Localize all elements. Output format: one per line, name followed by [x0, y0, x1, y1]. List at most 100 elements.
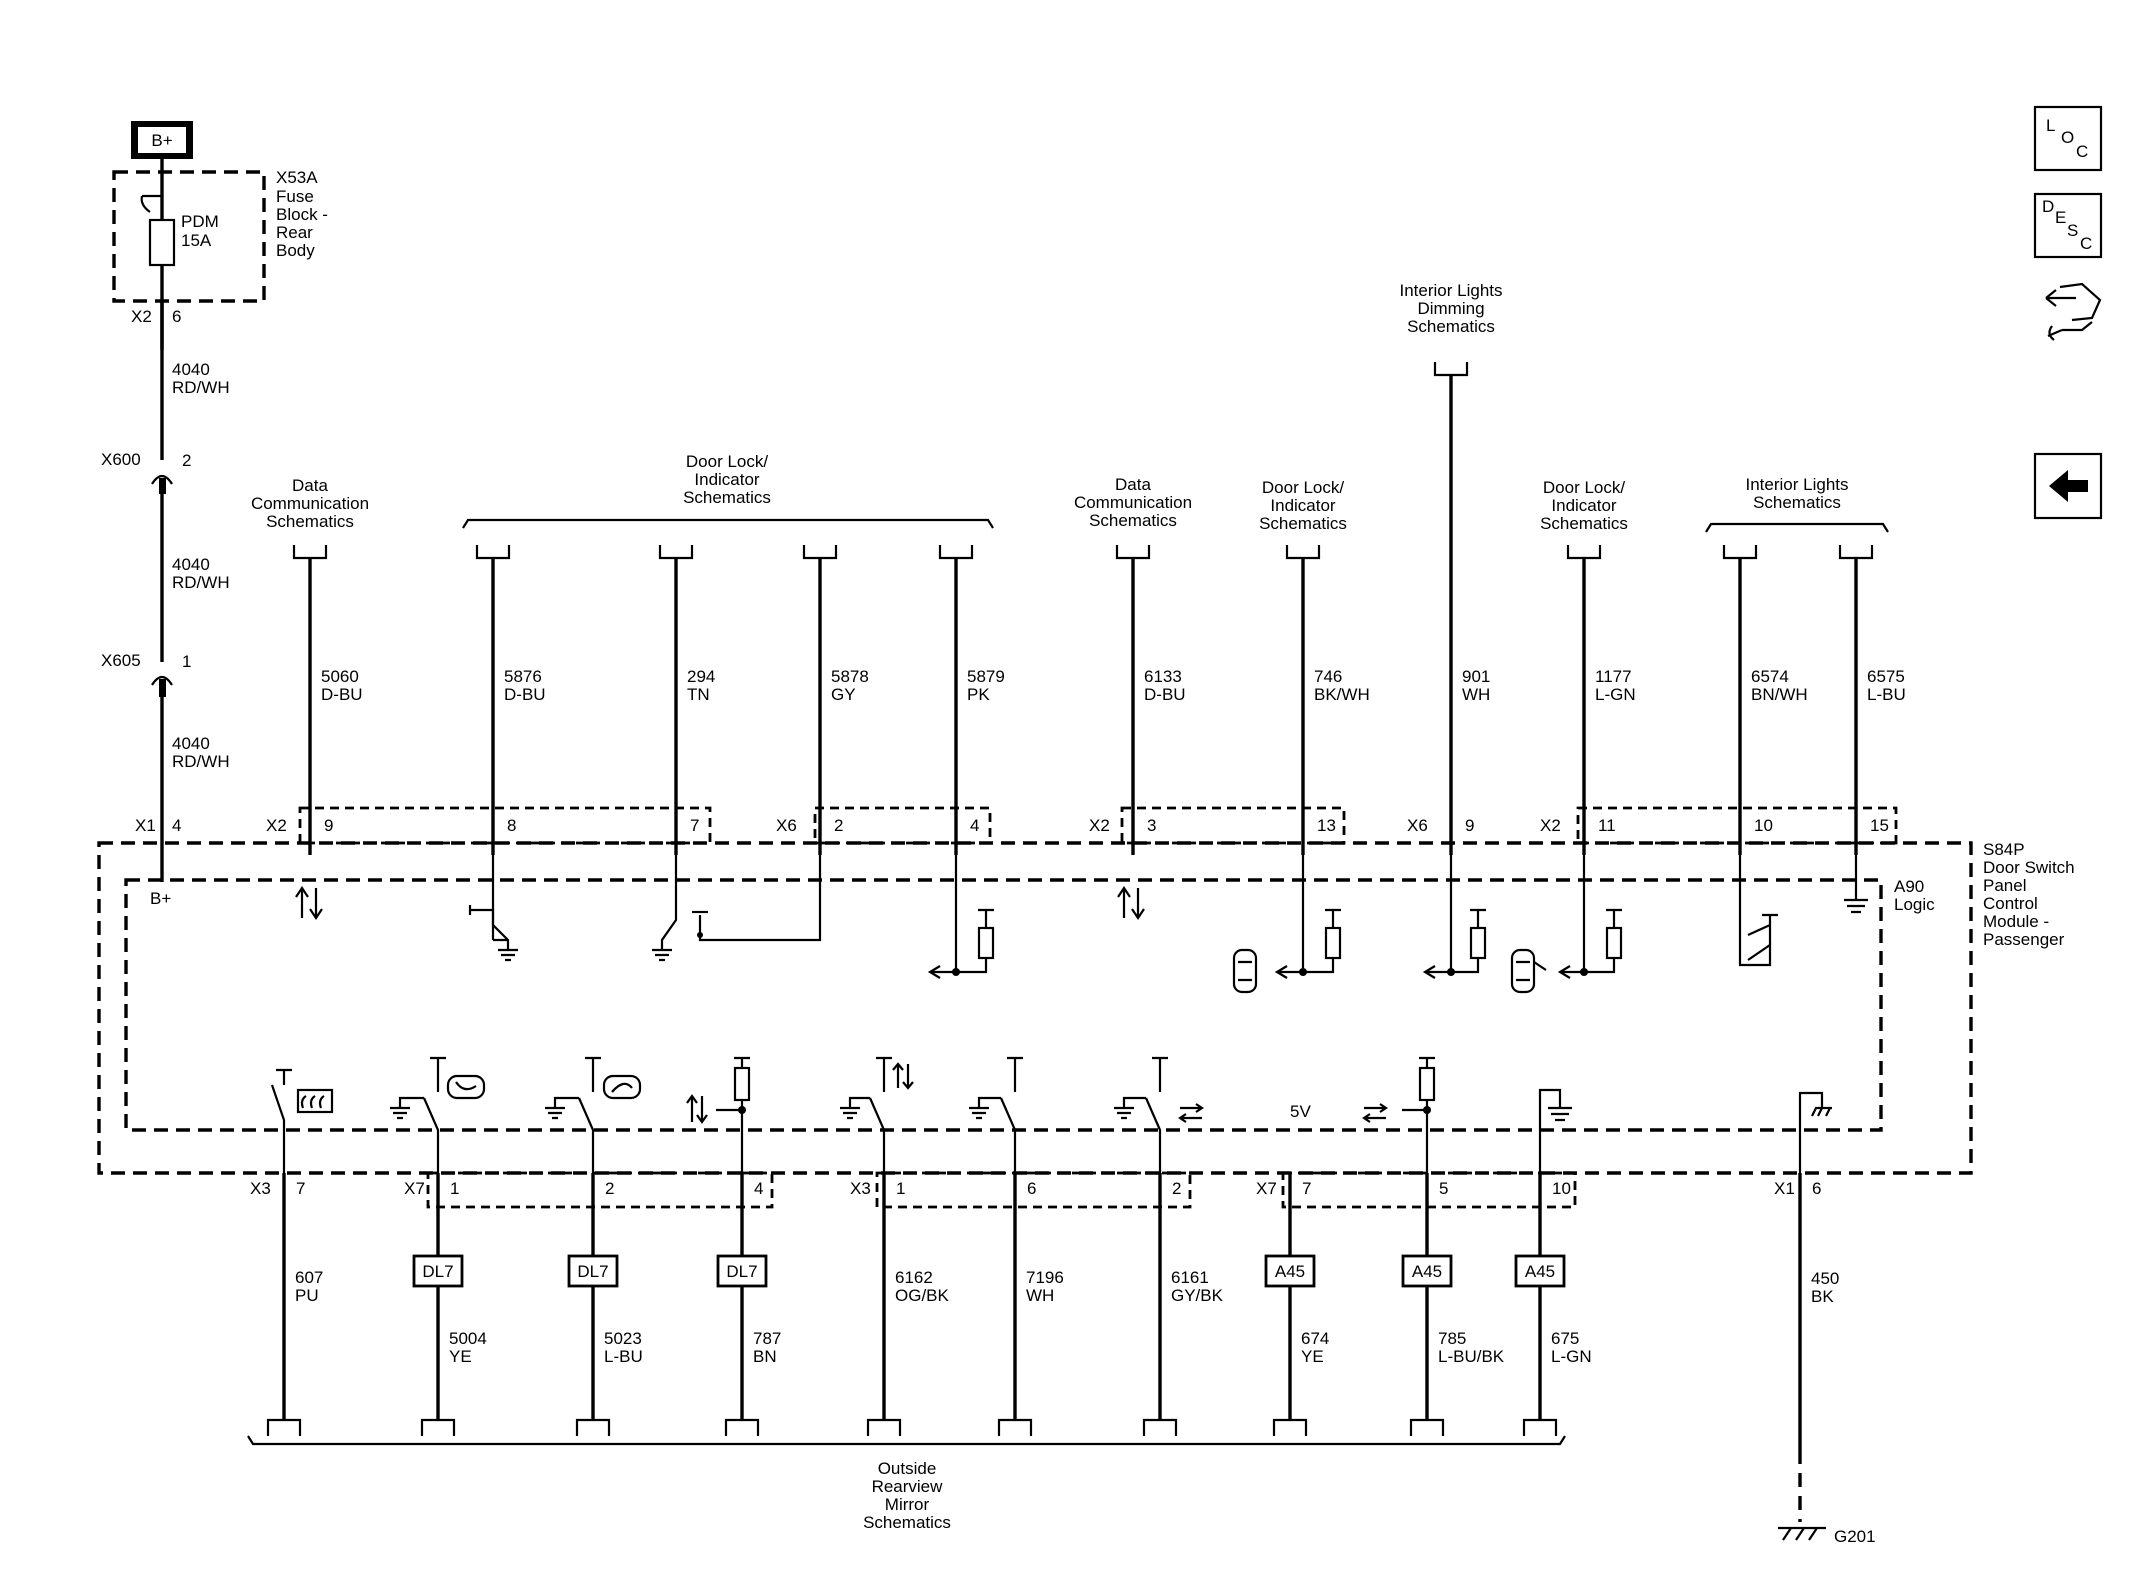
- inline-connector: [1514, 1254, 1566, 1288]
- svg-text:S84P: S84P: [1983, 840, 2025, 859]
- ref-interior-lights: Interior Lights Schematics: [1746, 475, 1849, 512]
- wire-socket: [420, 1418, 456, 1436]
- svg-text:Data: Data: [1115, 475, 1151, 494]
- fuse-element: [148, 218, 176, 267]
- fuse-output-pin: 6: [172, 307, 181, 326]
- internal-bplus-label: B+: [150, 889, 171, 908]
- ref-door-lock-1: Door Lock/ Indicator Schematics: [683, 452, 771, 507]
- power-pin-label: 4: [172, 816, 181, 835]
- wire-4040-c-color: RD/WH: [172, 752, 230, 771]
- wire-number: 6575: [1867, 667, 1905, 686]
- pin-number: 10: [1552, 1179, 1571, 1198]
- connector-x2-group-c: [1576, 806, 1898, 845]
- svg-text:BK: BK: [1811, 1287, 1834, 1306]
- wire-socket: [1142, 1418, 1178, 1436]
- output-746: [1232, 855, 1342, 994]
- svg-text:A90: A90: [1894, 877, 1924, 896]
- wire-color: PK: [967, 685, 990, 704]
- connector-label: X7: [404, 1179, 425, 1198]
- wire-socket: [938, 545, 974, 560]
- ref-door-lock-3: Door Lock/ Indicator Schematics: [1540, 478, 1628, 533]
- pin-number: 9: [1465, 816, 1474, 835]
- wire-color: L-BU: [604, 1347, 643, 1366]
- wire-color: TN: [687, 685, 710, 704]
- module-outline: [97, 841, 1973, 1175]
- wire-color: L-BU: [1867, 685, 1906, 704]
- wire-socket: [292, 545, 328, 560]
- wire-socket: [802, 545, 838, 560]
- svg-text:2: 2: [182, 451, 191, 470]
- defog-switch-607: [270, 1068, 334, 1173]
- pin-number: 15: [1870, 816, 1889, 835]
- svg-text:Schematics: Schematics: [1540, 514, 1628, 533]
- interior-light-switch-6574: [1738, 855, 1778, 967]
- inline-connector-label: DL7: [577, 1262, 608, 1281]
- wire-number: 294: [687, 667, 715, 686]
- connector-label: X3: [850, 1179, 871, 1198]
- wire-color: GY/BK: [1171, 1286, 1224, 1305]
- wire-number: 5004: [449, 1329, 487, 1348]
- svg-text:Rearview: Rearview: [872, 1477, 944, 1496]
- svg-text:Door Lock/: Door Lock/: [1543, 478, 1625, 497]
- output-1177: [1510, 855, 1623, 994]
- data-arrows-icon: [1117, 886, 1145, 920]
- desc-letter-s: S: [2067, 221, 2078, 240]
- mirror-unfold-switch-5023: [545, 1056, 642, 1173]
- inline-connector-x600: X600 2: [101, 450, 191, 494]
- location-button[interactable]: L O C: [2033, 105, 2103, 172]
- wire-number: 901: [1462, 667, 1490, 686]
- svg-text:Indicator: Indicator: [1551, 496, 1617, 515]
- wire-socket: [1722, 545, 1758, 560]
- svg-text:X1: X1: [1774, 1179, 1795, 1198]
- wire-color: WH: [1026, 1286, 1054, 1305]
- fuse-output-connector: X2: [131, 307, 152, 326]
- inline-connector-x605: X605 1: [101, 651, 191, 697]
- svg-text:450: 450: [1811, 1269, 1839, 1288]
- wire-number: 7196: [1026, 1268, 1064, 1287]
- fuse-block-label: X53A Fuse Block - Rear Body: [276, 168, 328, 260]
- fuse-block-outline: [112, 170, 266, 303]
- module-name: S84P Door Switch Panel Control Module - …: [1983, 840, 2075, 949]
- svg-text:Body: Body: [276, 241, 315, 260]
- connector-x7-group-b: [1281, 1171, 1577, 1209]
- wire-socket: [1409, 1418, 1445, 1436]
- svg-text:Communication: Communication: [1074, 493, 1192, 512]
- interior-lights-bracket: [1705, 522, 1889, 533]
- wire-socket: [1566, 545, 1602, 560]
- repair-procedures-icon[interactable]: [2045, 282, 2102, 341]
- svg-text:15A: 15A: [181, 231, 212, 250]
- svg-text:Dimming: Dimming: [1417, 299, 1484, 318]
- wire-number: 5879: [967, 667, 1005, 686]
- svg-text:Outside: Outside: [878, 1459, 937, 1478]
- connector-label: X2: [266, 816, 287, 835]
- svg-text:Schematics: Schematics: [1259, 514, 1347, 533]
- connector-x7-group-a: [426, 1171, 774, 1209]
- svg-text:Communication: Communication: [251, 494, 369, 513]
- pin-number: 2: [834, 816, 843, 835]
- wire-number: 674: [1301, 1329, 1329, 1348]
- svg-text:Data: Data: [292, 476, 328, 495]
- output-901: [1422, 855, 1487, 979]
- door-lock-switch-294: [652, 855, 822, 962]
- ref-interior-dimming: Interior Lights Dimming Schematics: [1400, 281, 1503, 336]
- description-button[interactable]: D E S C: [2033, 192, 2103, 259]
- wire-color: L-GN: [1551, 1347, 1592, 1366]
- wire-socket: [1838, 545, 1874, 560]
- inline-connector: [567, 1254, 619, 1288]
- bottom-circuits: 7X3607PU1X7DL75004YE2DL75023L-BU4DL7787B…: [250, 1173, 1592, 1436]
- connector-label: X3: [250, 1179, 271, 1198]
- battery-label: B+: [151, 131, 172, 150]
- back-button[interactable]: [2033, 452, 2103, 520]
- svg-text:Schematics: Schematics: [683, 488, 771, 507]
- ground-circuit-450: X1 6 450 BK G201: [1774, 1173, 1876, 1546]
- wire-color: BN/WH: [1751, 685, 1808, 704]
- inline-connector-label: DL7: [726, 1262, 757, 1281]
- chassis-ground-icon: [1798, 1091, 1832, 1173]
- svg-text:PDM: PDM: [181, 212, 219, 231]
